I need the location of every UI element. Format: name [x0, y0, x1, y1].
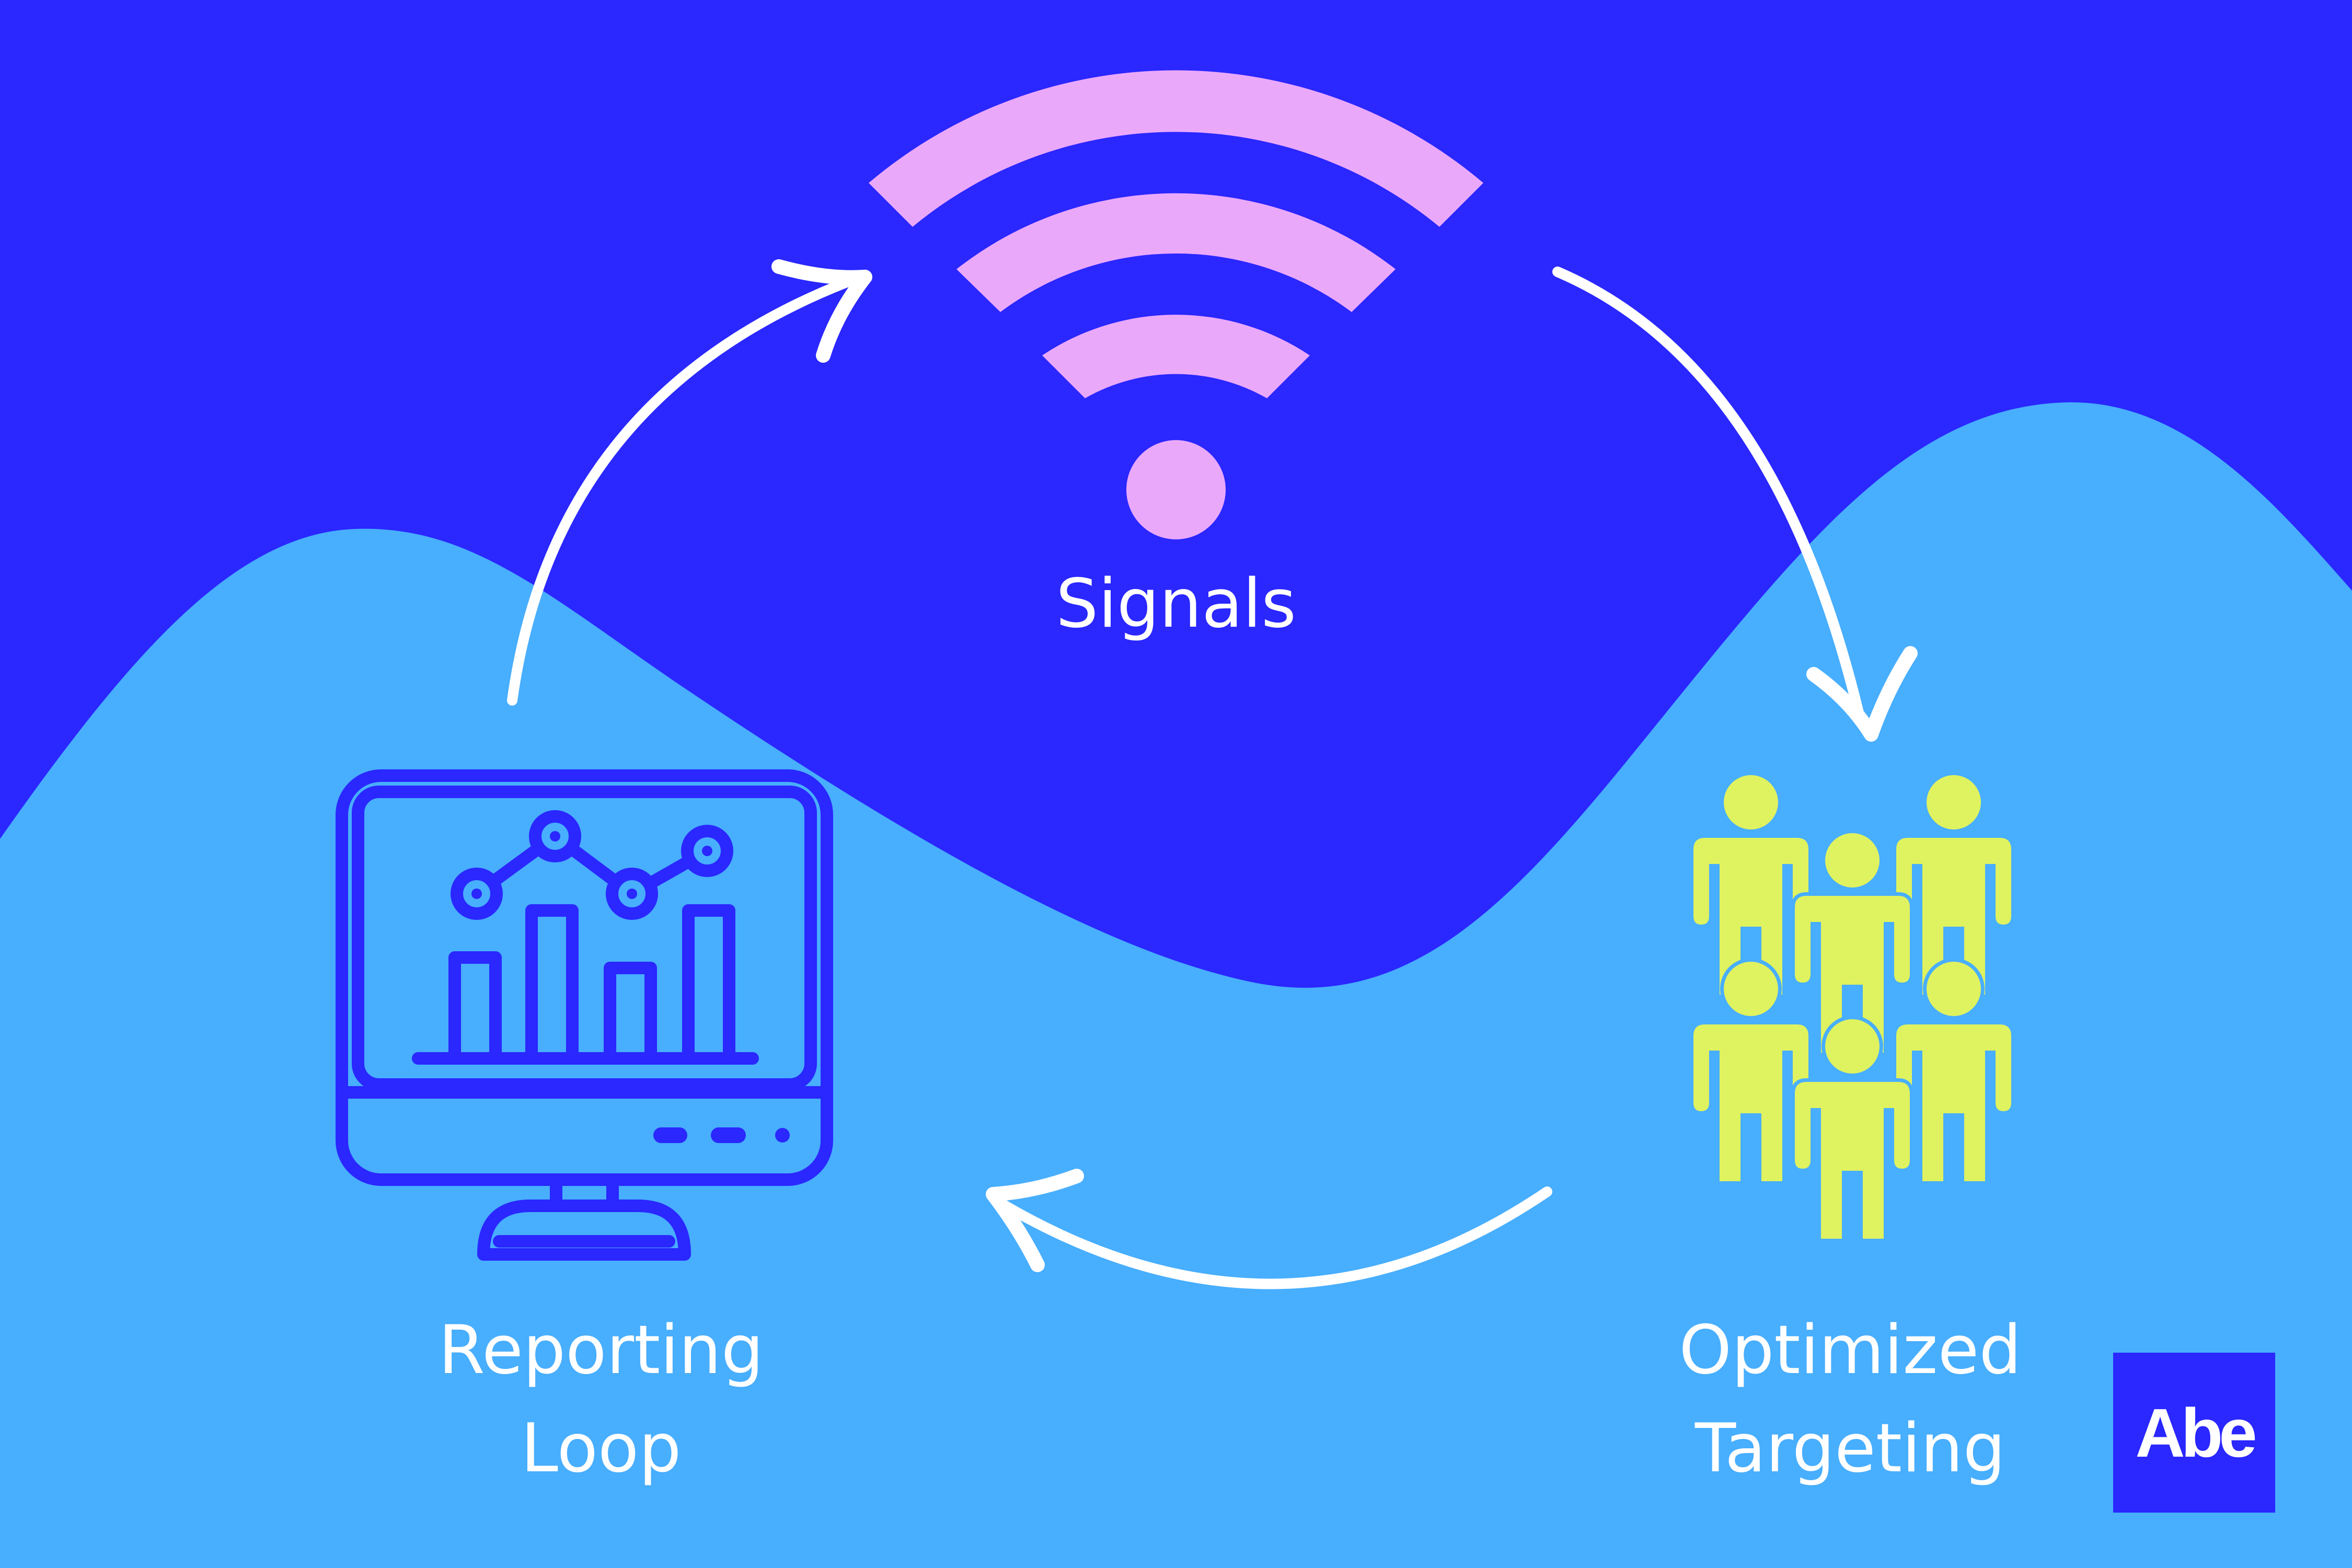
chart-bar — [682, 904, 735, 1065]
arrow-reporting-to-signals — [507, 259, 872, 706]
flow-arrows — [507, 259, 1918, 1289]
wifi-dot — [1126, 440, 1226, 539]
wifi-icon — [869, 70, 1483, 539]
optimized-targeting-label-line1: Optimized — [1679, 1311, 2022, 1389]
chart-bar — [448, 951, 502, 1065]
reporting-loop-label: Reporting Loop — [366, 1301, 836, 1498]
reporting-loop-label-line2: Loop — [521, 1410, 682, 1488]
abe-logo: Abe — [2113, 1353, 2275, 1513]
chart-trend-line — [470, 830, 713, 900]
chart-bar — [525, 904, 579, 1065]
arrow-signals-to-targeting — [1552, 267, 1918, 742]
reporting-loop-label-line1: Reporting — [438, 1311, 764, 1389]
optimized-targeting-label: Optimized Targeting — [1615, 1301, 2085, 1498]
monitor-chart-icon — [336, 769, 833, 1261]
monitor-button — [775, 1128, 790, 1143]
wifi-arc-outer — [869, 70, 1483, 227]
wifi-arc-middle — [956, 193, 1396, 312]
chart-point-center — [627, 889, 637, 899]
background-wave — [0, 402, 2352, 1568]
monitor-stand — [477, 1200, 691, 1261]
chart-bar — [604, 962, 657, 1065]
chart-point-center — [702, 846, 712, 856]
chart-point-center — [550, 831, 560, 841]
chart-point-center — [471, 889, 482, 899]
optimized-targeting-label-line2: Targeting — [1695, 1410, 2005, 1488]
monitor-screen-inner — [352, 786, 817, 1091]
arrow-targeting-to-reporting — [986, 1169, 1552, 1289]
wifi-arc-inner — [1042, 315, 1310, 398]
abe-logo-text: Abe — [2135, 1394, 2257, 1471]
signals-label: Signals — [1056, 565, 1296, 643]
